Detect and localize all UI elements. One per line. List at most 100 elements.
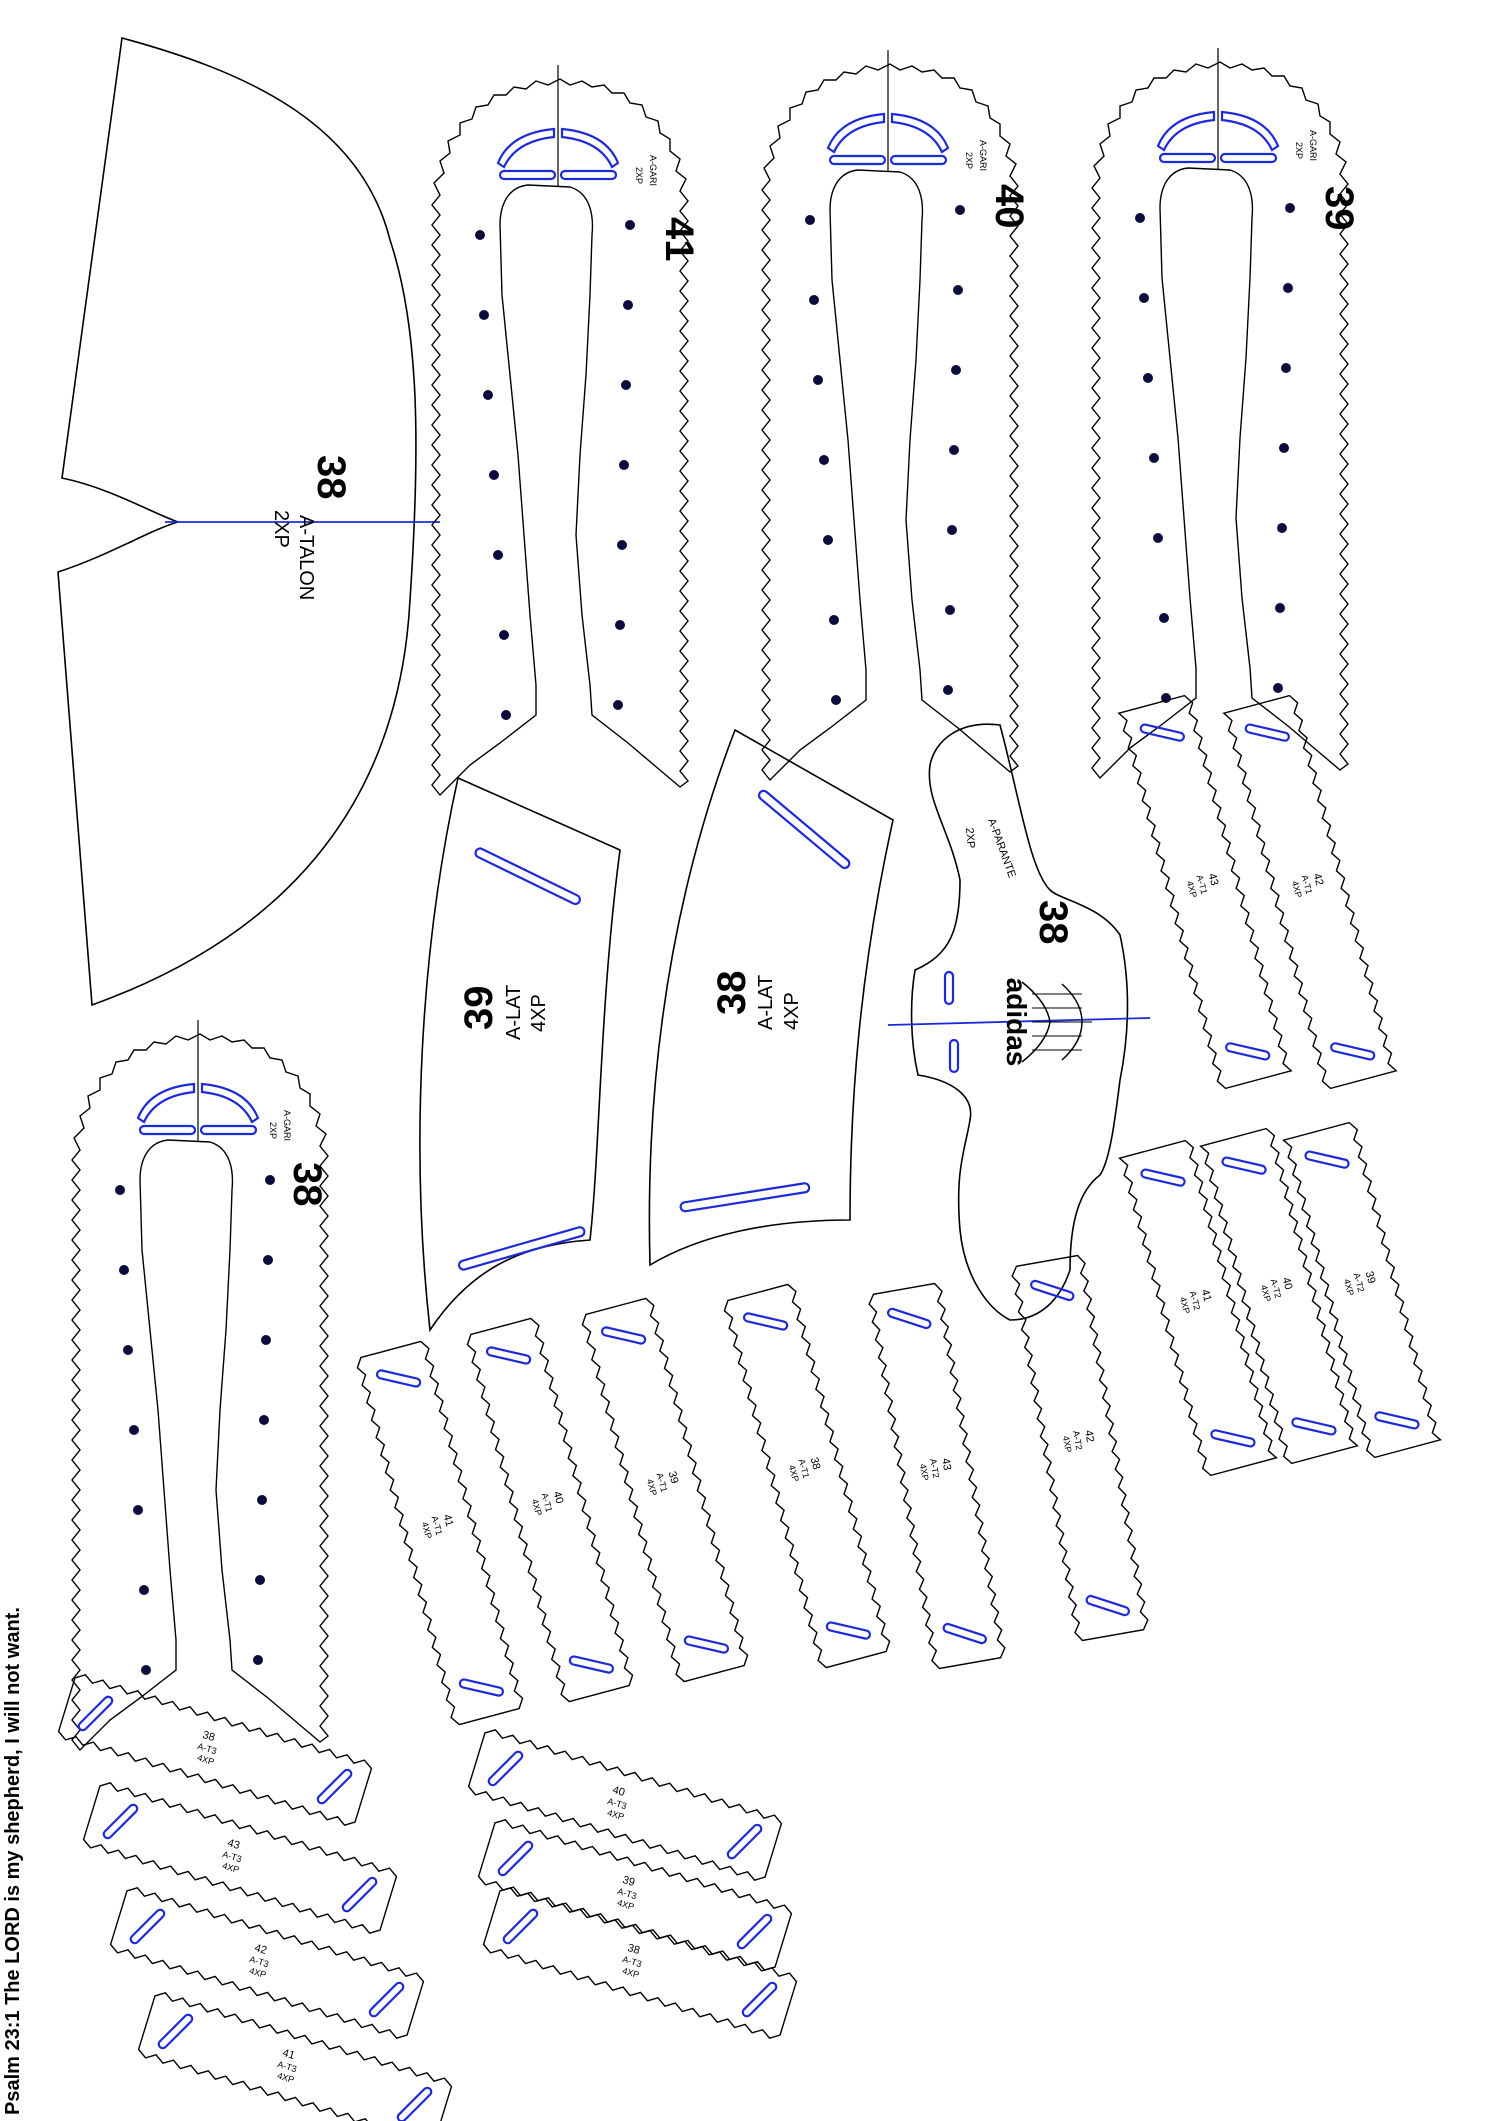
trefoil-logo-icon: adidas — [1001, 978, 1092, 1067]
strip-name: A-T1 — [540, 1492, 555, 1513]
strip-slot — [316, 1768, 353, 1805]
strip-qty: 4XP — [420, 1521, 434, 1540]
strip-slot — [726, 1823, 763, 1860]
parante-piece: 38 A-PARANTE 2XP adidas — [887, 723, 1151, 1321]
strip-slot — [77, 1695, 114, 1732]
gari-38-size: 38 — [285, 1162, 329, 1207]
strip-slot — [1029, 1279, 1075, 1302]
strip-slot — [600, 1326, 647, 1345]
strip-qty: 4XP — [621, 1965, 640, 1980]
strip-size: 42 — [1082, 1429, 1096, 1443]
strip-slot — [568, 1655, 615, 1674]
strip-size: 43 — [226, 1837, 241, 1852]
strip-qty: 4XP — [918, 1463, 931, 1481]
lat-piece-38: 38 A-LAT 4XP — [648, 728, 894, 1267]
strip-slot — [825, 1621, 872, 1640]
parante-size: 38 — [1031, 900, 1075, 945]
gari-piece-38: A-GARI 2XP 38 — [70, 1018, 330, 1752]
gari-39-name: A-GARI — [1308, 130, 1318, 161]
strip-slot — [129, 1908, 166, 1945]
lat-piece-39: 39 A-LAT 4XP — [419, 776, 621, 1333]
gari-38-name: A-GARI — [282, 1110, 292, 1141]
strip-qty: 4XP — [221, 1860, 240, 1875]
gari-piece-39: A-GARI 2XP 39 — [1090, 46, 1361, 780]
strip-slot — [1304, 1150, 1350, 1169]
strip-name: A-T2 — [1352, 1272, 1367, 1293]
strip-qty: 4XP — [276, 2070, 295, 2085]
strip-slot — [1330, 1042, 1376, 1061]
gari-39-qty: 2XP — [1294, 142, 1304, 159]
strip-name: A-T1 — [430, 1515, 445, 1536]
strip-slot — [742, 1312, 789, 1331]
strip-size: 41 — [441, 1513, 456, 1528]
strip-pieces: 43A-T14XP42A-T14XP41A-T24XP40A-T24XP39A-… — [57, 694, 1442, 2121]
lat-39-size: 39 — [457, 986, 501, 1031]
strip-size: 42 — [253, 1942, 268, 1957]
strip-slot — [1221, 1156, 1267, 1175]
lat-38-qty: 4XP — [781, 992, 803, 1030]
strip-slot — [375, 1369, 422, 1388]
strip-slot — [341, 1876, 378, 1913]
strip-slot — [157, 2013, 194, 2050]
lat-39-qty: 4XP — [528, 994, 550, 1032]
gari-piece-40: A-GARI 2XP 40 — [760, 48, 1031, 782]
strip-qty: 4XP — [1290, 880, 1304, 899]
strip-name: A-T1 — [1300, 874, 1315, 895]
strip-size: 43 — [1206, 872, 1221, 887]
parante-qty: 2XP — [963, 827, 977, 849]
strip-slot — [487, 1750, 524, 1787]
strip-slot — [396, 2086, 433, 2121]
strip-name: A-T1 — [655, 1472, 670, 1493]
strip-size: 41 — [281, 2047, 296, 2062]
talon-size: 38 — [309, 455, 353, 500]
strip-slot — [102, 1803, 139, 1840]
strip-slot — [942, 1622, 988, 1645]
strip-name: A-T2 — [1188, 1290, 1203, 1311]
footer-verse: Psalm 23:1 The LORD is my shepherd, I wi… — [2, 1607, 24, 2115]
strip-slot — [502, 1908, 539, 1945]
strip-size: 39 — [666, 1470, 681, 1485]
strip-name: A-T2 — [1269, 1278, 1284, 1299]
strip-size: 39 — [1363, 1270, 1378, 1285]
strip-qty: 4XP — [1259, 1284, 1273, 1303]
strip-qty: 4XP — [1178, 1296, 1192, 1315]
strip-size: 38 — [626, 1942, 641, 1957]
strip-size: 43 — [939, 1457, 953, 1471]
strip-slot — [1374, 1411, 1420, 1430]
strip-slot — [886, 1307, 932, 1330]
strip-size: 40 — [1280, 1276, 1295, 1291]
strip-name: A-T1 — [1195, 874, 1210, 895]
strip-qty: 4XP — [530, 1498, 544, 1517]
strip-qty: 4XP — [196, 1752, 215, 1767]
lat-38-size: 38 — [710, 971, 754, 1016]
gari-41-name: A-GARI — [648, 155, 658, 186]
strip-name: A-T2 — [1071, 1430, 1084, 1451]
gari-39-size: 39 — [1317, 186, 1361, 231]
parante-logo-text: adidas — [1001, 978, 1032, 1067]
strip-slot — [1210, 1429, 1256, 1448]
gari-38-qty: 2XP — [268, 1122, 278, 1139]
parante-name: A-PARANTE — [985, 817, 1018, 879]
strip-qty: 4XP — [1342, 1278, 1356, 1297]
gari-40-name: A-GARI — [978, 140, 988, 171]
strip-slot — [368, 1981, 405, 2018]
gari-piece-41: A-GARI 2XP 41 — [430, 63, 701, 797]
strip-slot — [741, 1981, 778, 2018]
strip-slot — [683, 1635, 730, 1654]
talon-name: A-TALON — [295, 515, 317, 600]
strip-slot — [497, 1840, 534, 1877]
